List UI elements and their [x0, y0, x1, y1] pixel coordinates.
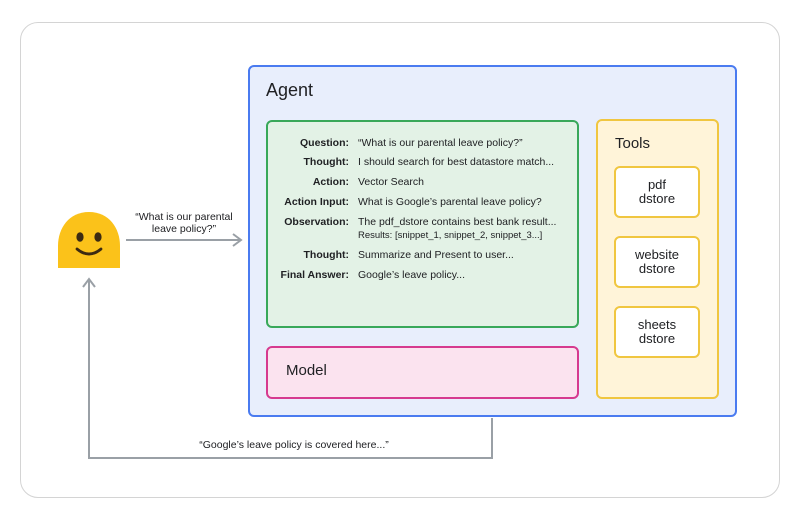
user-query-text: “What is our parental leave policy?” — [135, 211, 233, 235]
step-value: Vector Search — [358, 176, 424, 188]
tool-pdf-dstore: pdf dstore — [614, 166, 700, 218]
step-key: Thought: — [303, 249, 349, 261]
step-value: Google’s leave policy... — [358, 269, 466, 281]
tools-title: Tools — [615, 135, 651, 152]
step-key: Question: — [300, 137, 349, 149]
user-smiley-icon — [58, 212, 120, 268]
response-arrow — [88, 280, 493, 459]
agent-response-text: “Google’s leave policy is covered here..… — [199, 439, 389, 451]
step-value: The pdf_dstore contains best bank result… — [358, 216, 557, 228]
step-value: Summarize and Present to user... — [358, 249, 514, 261]
response-arrowhead — [82, 277, 96, 288]
model-box — [266, 346, 579, 399]
step-key: Observation: — [284, 216, 349, 228]
step-value: What is Google’s parental leave policy? — [358, 196, 542, 208]
step-value: I should search for best datastore match… — [358, 156, 555, 168]
step-key: Action: — [312, 176, 349, 188]
react-reasoning-panel: Question: “What is our parental leave po… — [266, 120, 579, 328]
step-key: Final Answer: — [280, 269, 349, 281]
step-key: Thought: — [303, 156, 349, 168]
step-value: Results: [snippet_1, snippet_2, snippet_… — [358, 230, 543, 241]
tool-website-dstore: website dstore — [614, 236, 700, 288]
agent-title: Agent — [266, 80, 314, 100]
query-arrowhead — [232, 233, 243, 247]
step-value: “What is our parental leave policy?” — [358, 137, 523, 149]
step-key: Action Input: — [284, 196, 349, 208]
tool-sheets-dstore: sheets dstore — [614, 306, 700, 358]
model-label: Model — [286, 362, 327, 379]
